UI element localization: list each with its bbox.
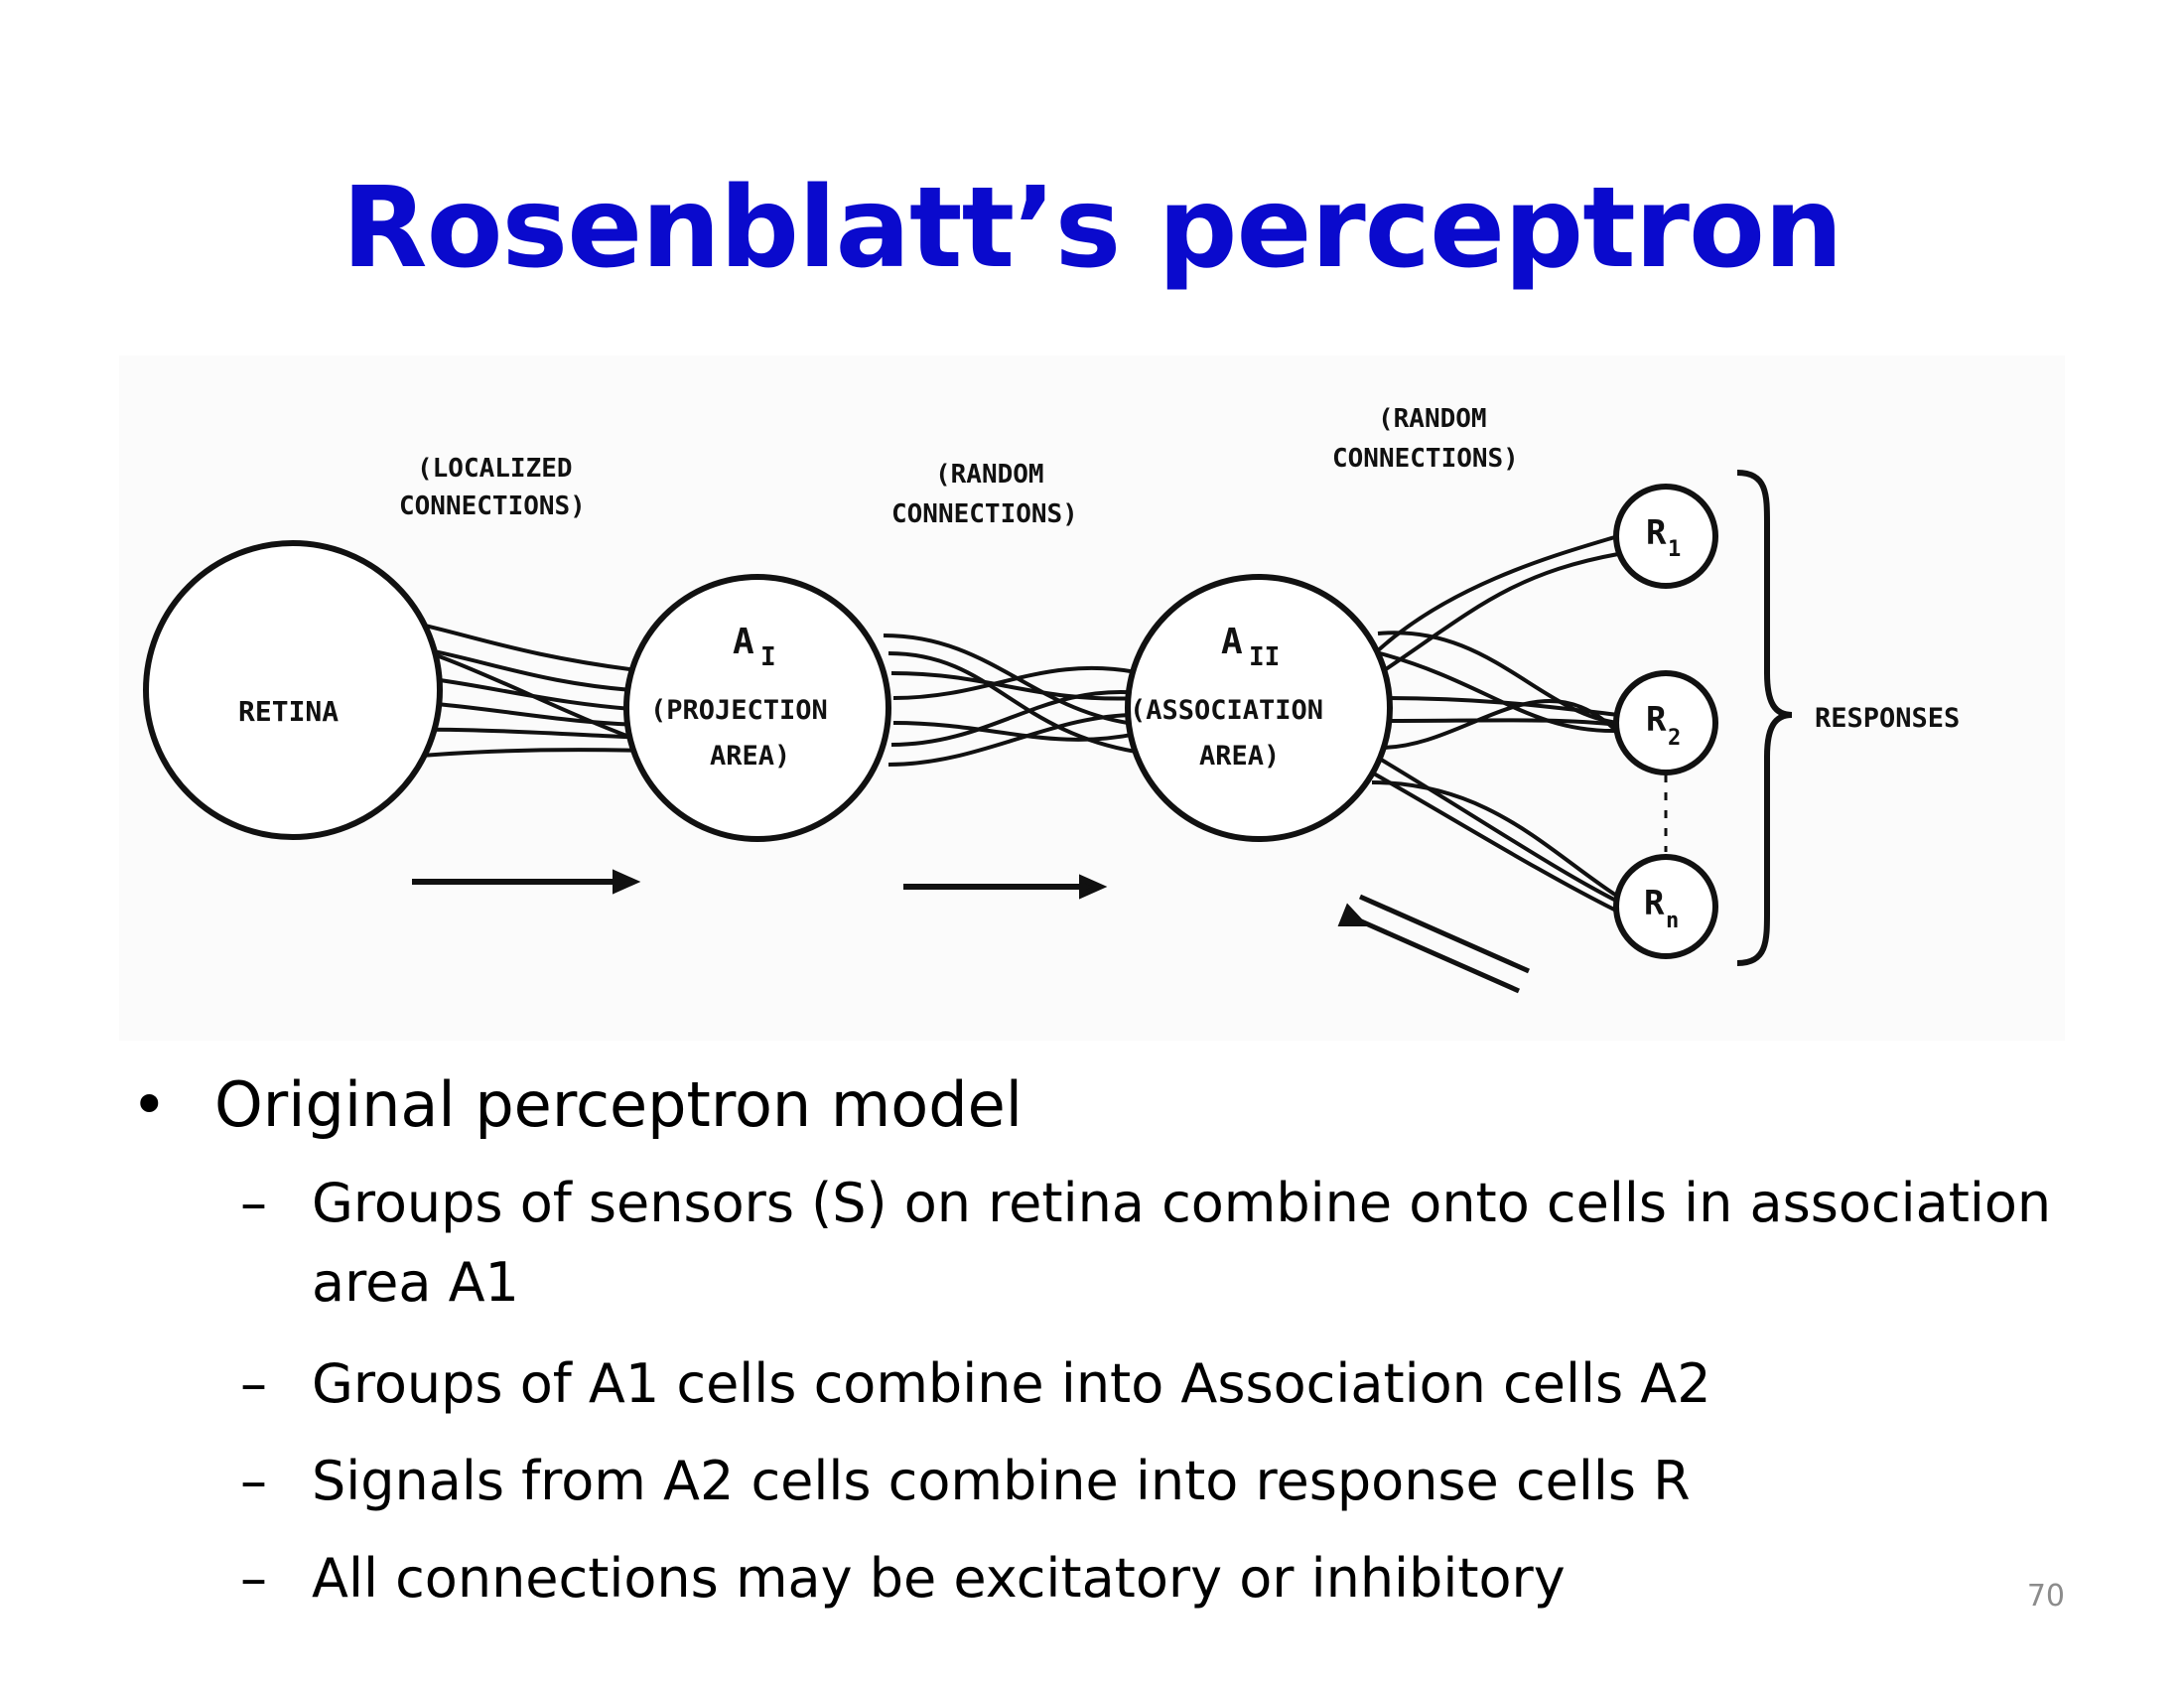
retina-label: RETINA [238,695,339,728]
perceptron-diagram-svg: RETINA A I (PROJECTION AREA) A II (ASSOC… [119,355,2065,1041]
association-area-subscript: II [1249,642,1280,672]
association-area-label: A [1221,622,1243,662]
bullet-symbol: • [131,1068,168,1141]
response-cell-rn [1613,854,1718,959]
subbullet-dash: – [240,1450,267,1512]
response-cell-r2 [1613,670,1718,775]
responses-label: RESPONSES [1815,703,1960,734]
response-cell-r1-label: R [1646,513,1667,553]
random-connections-label-2a: (RANDOM [1378,404,1487,434]
random-connections-a1-a2 [883,633,1143,767]
subbullet-dash: – [240,1547,267,1610]
page-number: 70 [2026,1579,2065,1614]
response-cell-rn-label: R [1644,884,1665,923]
response-cell-rn-subscript: n [1666,909,1679,933]
retina-circle [143,540,443,840]
subbullet-dash: – [240,1172,267,1234]
projection-area-subscript: I [760,642,776,672]
perceptron-diagram: RETINA A I (PROJECTION AREA) A II (ASSOC… [119,355,2065,1041]
random-connections-label-1b: CONNECTIONS) [891,499,1078,529]
bullet-text: Original perceptron model [214,1068,1023,1141]
subbullet-dash: – [240,1352,267,1415]
subbullet-text-1b: area A1 [312,1251,519,1314]
localized-connections-label-2: CONNECTIONS) [399,492,586,521]
projection-area-desc-1: (PROJECTION [650,695,828,726]
subbullet-text-4: All connections may be excitatory or inh… [312,1547,1566,1610]
association-area-desc-1: (ASSOCIATION [1130,695,1323,726]
localized-connections-label-1: (LOCALIZED [417,454,573,484]
subbullet-text-1a: Groups of sensors (S) on retina combine … [312,1172,2052,1234]
direction-arrows [412,869,1531,994]
response-cell-r1-subscript: 1 [1668,537,1681,562]
random-connections-a2-r [1371,534,1620,914]
subbullet-text-3: Signals from A2 cells combine into respo… [312,1450,1691,1512]
response-cell-r1 [1613,484,1718,589]
projection-area-circle [623,574,891,842]
response-cell-r2-label: R [1646,700,1667,740]
association-area-circle [1125,574,1393,842]
association-area-desc-2: AREA) [1199,741,1280,772]
subbullet-text-2: Groups of A1 cells combine into Associat… [312,1352,1711,1415]
slide-title: Rosenblatt’s perceptron [341,164,1843,293]
projection-area-label: A [733,622,754,662]
random-connections-label-2b: CONNECTIONS) [1332,444,1519,474]
projection-area-desc-2: AREA) [710,741,790,772]
random-connections-label-1a: (RANDOM [935,460,1044,490]
responses-brace [1736,470,1793,966]
response-cell-r2-subscript: 2 [1668,726,1681,751]
